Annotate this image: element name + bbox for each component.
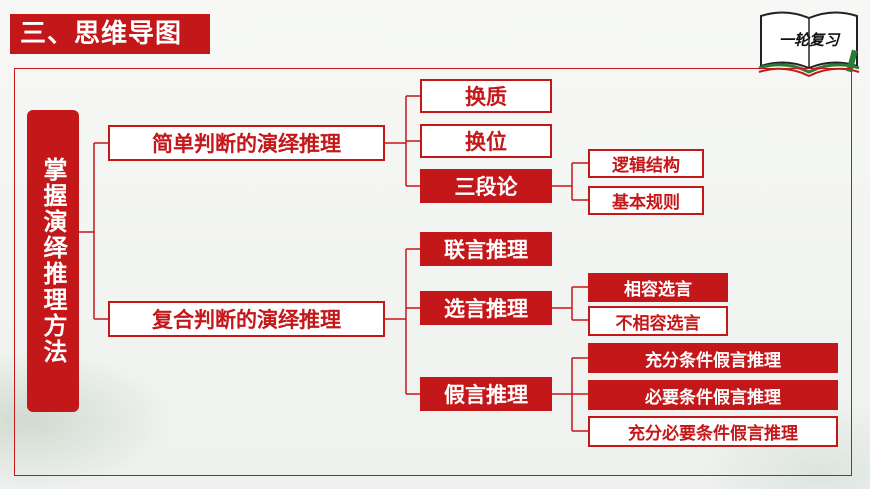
node-incompatible-disjunctive: 不相容选言 [588,306,728,336]
node-conjunctive: 联言推理 [420,232,552,266]
content-frame [14,68,852,476]
badge-label: 一轮复习 [778,31,839,49]
node-hypothetical: 假言推理 [420,377,552,411]
node-sufficient-necessary-conditional: 充分必要条件假言推理 [588,416,838,447]
book-icon [758,11,860,78]
connector-hypothetical [552,357,588,432]
node-sufficient-conditional: 充分条件假言推理 [588,343,838,373]
node-conversion-position: 换位 [420,124,552,158]
connector-disjunctive [552,286,588,321]
node-conversion-quality: 换质 [420,79,552,113]
node-disjunctive: 选言推理 [420,291,552,325]
connector-branch-2 [385,248,420,395]
connector-syllogism [552,162,588,201]
root-node: 掌握演绎推理方法 [27,110,79,412]
branch-compound-judgment: 复合判断的演绎推理 [108,301,385,337]
connector-root [79,142,108,320]
section-title: 三、思维导图 [10,14,210,54]
node-logic-structure: 逻辑结构 [588,149,704,178]
connector-branch-1 [385,95,420,187]
node-basic-rules: 基本规则 [588,186,704,215]
branch-simple-judgment: 简单判断的演绎推理 [108,125,385,161]
node-syllogism: 三段论 [420,169,552,203]
node-necessary-conditional: 必要条件假言推理 [588,380,838,410]
node-compatible-disjunctive: 相容选言 [588,273,728,302]
